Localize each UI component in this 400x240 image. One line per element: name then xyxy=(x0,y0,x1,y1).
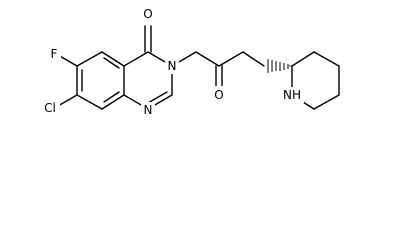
fluorine-label: F xyxy=(51,47,58,61)
piperidine-nh-label: NH xyxy=(283,88,301,102)
carbonyl-oxygen-label: O xyxy=(143,7,152,21)
halogen-bonds xyxy=(57,54,78,107)
ketone-oxygen-label: O xyxy=(214,88,223,102)
ring-nitrogen-1-label: N xyxy=(144,103,153,117)
molecule-structure: O N N O NH F Cl xyxy=(40,6,340,118)
atom-labels: O N N O NH F Cl xyxy=(40,6,304,118)
pyrimidinone-ring xyxy=(123,25,173,110)
ring-nitrogen-3-label: N xyxy=(168,59,177,73)
chlorine-label: Cl xyxy=(44,101,56,115)
benzene-ring xyxy=(76,51,125,110)
side-chain xyxy=(171,51,265,91)
stereo-hash-bond xyxy=(267,59,291,73)
